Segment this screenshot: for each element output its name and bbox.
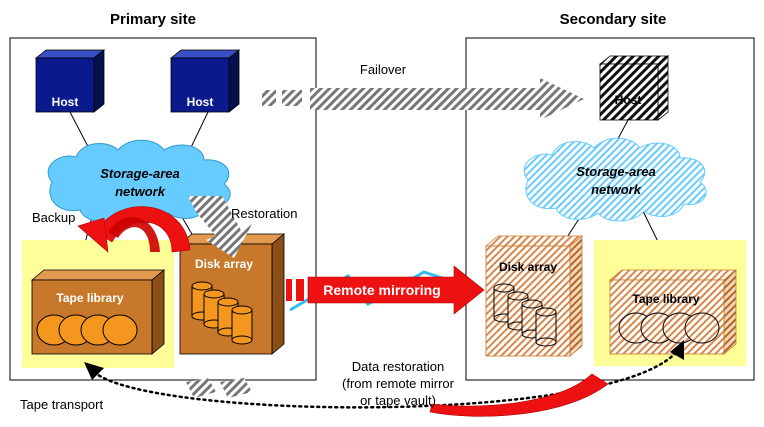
restoration-label: Restoration — [231, 206, 297, 221]
tape-transport-label: Tape transport — [20, 397, 103, 412]
failover-label: Failover — [360, 62, 407, 77]
secondary-host-label: Host — [615, 93, 642, 107]
secondary-disk-label: Disk array — [499, 260, 557, 274]
primary-disk-cylinders — [191, 281, 253, 345]
backup-arrow — [77, 206, 191, 253]
primary-host-2 — [169, 49, 241, 113]
backup-label: Backup — [32, 210, 75, 225]
data-restoration-hatched-arrow — [186, 378, 252, 398]
tape-transport-arrowhead-right — [670, 340, 684, 360]
secondary-site-title: Secondary site — [560, 11, 667, 28]
remote-mirroring-arrow — [286, 265, 485, 315]
data-restoration-red-arrow — [429, 373, 609, 417]
secondary-tape-label: Tape library — [632, 292, 699, 306]
restoration-arrow — [188, 196, 252, 258]
data-restoration-label-line1: Data restoration — [352, 359, 445, 374]
primary-tape-reels — [36, 314, 138, 346]
primary-site-title: Primary site — [110, 11, 196, 28]
data-restoration-label-line3: or tape vault) — [360, 393, 436, 408]
primary-disk-label: Disk array — [195, 257, 253, 271]
tape-transport-arrow — [92, 348, 680, 409]
secondary-tape-reels — [618, 312, 720, 344]
primary-host-1-label: Host — [52, 95, 79, 109]
secondary-host — [598, 55, 670, 121]
primary-san-label-line1: Storage-area — [100, 166, 179, 181]
tape-transport-arrowhead-left — [84, 362, 104, 380]
secondary-san-cloud — [523, 137, 707, 222]
secondary-san-label-line1: Storage-area — [576, 164, 655, 179]
secondary-disk-cylinders — [493, 283, 557, 347]
primary-host-2-label: Host — [187, 95, 214, 109]
secondary-san-label-line2: network — [591, 182, 642, 197]
remote-mirroring-label: Remote mirroring — [323, 282, 440, 298]
failover-arrow — [262, 78, 584, 120]
primary-host-1 — [34, 49, 106, 113]
primary-tape-label: Tape library — [56, 291, 123, 305]
primary-san-label-line2: network — [115, 184, 166, 199]
data-restoration-label-line2: (from remote mirror — [342, 376, 455, 391]
